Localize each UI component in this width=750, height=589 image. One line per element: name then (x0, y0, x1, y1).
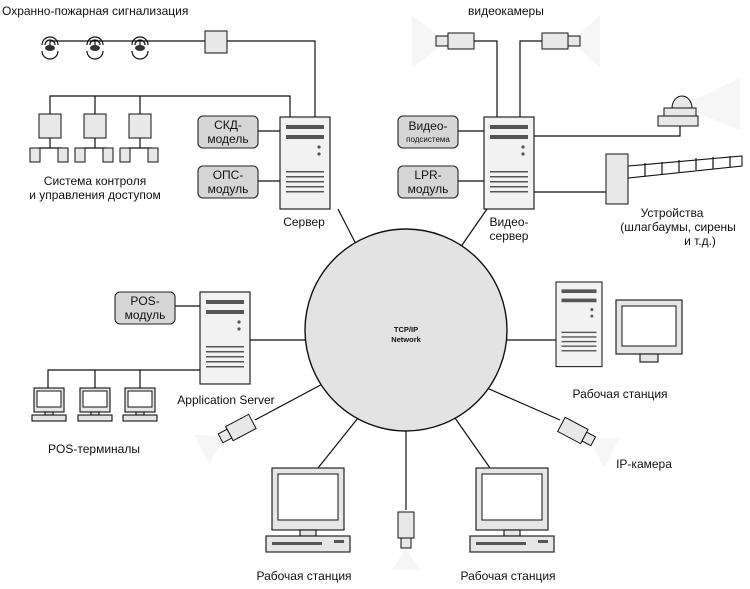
workstation-bottom-right-label: Рабочая станция (460, 569, 555, 583)
video-server-label-2: сервер (490, 229, 529, 243)
pos-module-label-2: модуль (125, 308, 166, 322)
pos-terminal-icon (122, 387, 158, 422)
barrier-icon (605, 153, 743, 205)
access-control-label-1: Система контроля (44, 174, 146, 188)
pos-terminal-icon (77, 387, 113, 422)
video-server-label-1: Видео- (489, 215, 528, 229)
workstation-tower-icon (555, 281, 603, 368)
ip-camera-icon (556, 416, 621, 468)
devices-label-3: и т.д.) (684, 234, 716, 248)
pos-module-box (114, 291, 176, 325)
camera-icon (193, 413, 257, 465)
server-label: Сервер (283, 215, 325, 229)
video-subsystem-label-2: подсистема (406, 135, 450, 144)
camera-icon (392, 511, 420, 570)
video-subsystem-label-1: Видео- (408, 119, 447, 133)
workstation-monitor-icon (615, 299, 683, 363)
network-label-1: TCP/IP (394, 325, 418, 334)
lpr-module-label-2: модуль (408, 182, 449, 196)
ops-module-box (197, 165, 259, 199)
pos-terminals-label: POS-терминалы (48, 442, 140, 456)
fire-alarm-sensors (41, 36, 149, 60)
access-controllers (29, 113, 159, 163)
devices-label-1: Устройства (641, 206, 704, 220)
cameras-label: видеокамеры (468, 4, 544, 18)
workstation-right-label: Рабочая станция (572, 387, 667, 401)
video-subsystem-box (397, 115, 459, 149)
fire-alarm-label: Охранно-пожарная сигнализация (2, 4, 188, 18)
workstation-icon (265, 467, 351, 553)
sensor-icon (86, 36, 104, 60)
beacon-icon (657, 78, 740, 130)
access-control-label-2: и управления доступом (29, 188, 161, 202)
alarm-controller-box (204, 30, 228, 54)
app-server-icon (199, 291, 251, 385)
connection-lines (38, 40, 681, 510)
video-server-icon (483, 116, 535, 210)
ops-module-label-2: модуль (208, 182, 249, 196)
workstation-bottom-left-label: Рабочая станция (256, 569, 351, 583)
pos-module-label-1: POS- (130, 294, 159, 308)
skd-module-label-2: модель (207, 132, 248, 146)
sensor-icon (41, 36, 59, 60)
skd-module-label-1: СКД- (214, 118, 242, 132)
pos-terminal-icon (31, 387, 67, 422)
skd-module-box (197, 115, 259, 149)
network-label-2: Network (391, 335, 421, 344)
ops-module-label-1: ОПС- (213, 168, 244, 182)
devices-label-2: (шлагбаумы, сирены (620, 220, 736, 234)
network-ring (304, 228, 508, 432)
sensor-icon (131, 36, 149, 60)
app-server-label: Application Server (177, 393, 274, 407)
server-icon (279, 116, 331, 210)
workstation-icon (469, 467, 555, 553)
camera-icon (541, 15, 600, 68)
ip-camera-label: IP-камера (616, 457, 672, 471)
lpr-module-label-1: LPR- (414, 168, 441, 182)
lpr-module-box (397, 165, 459, 199)
camera-icon (412, 15, 475, 68)
